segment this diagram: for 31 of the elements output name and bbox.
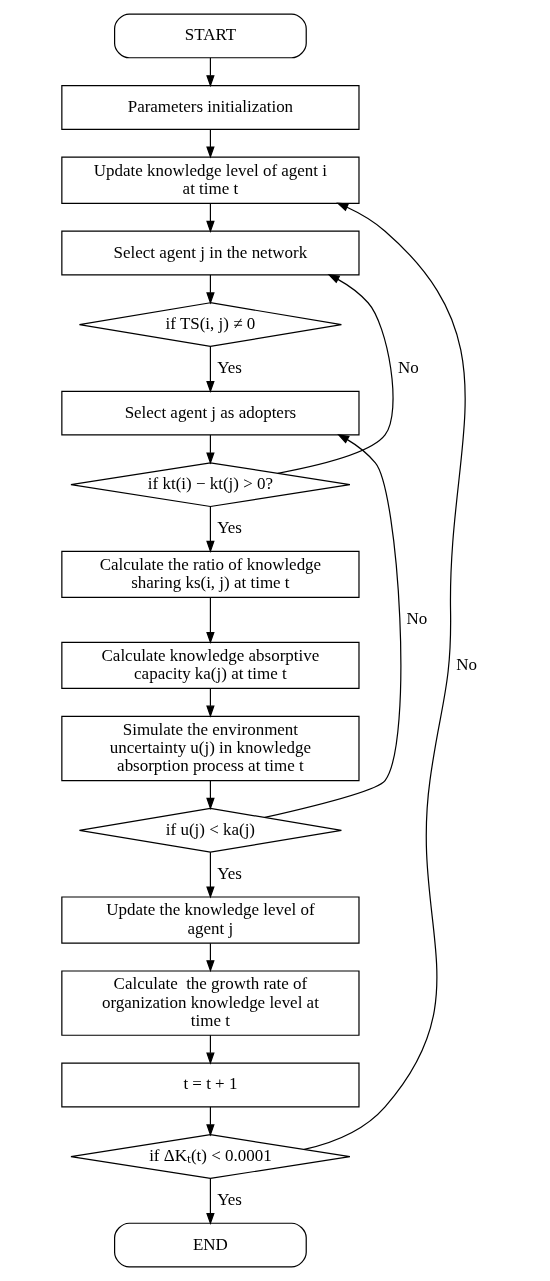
node-box: Update knowledge level of agent i at time t [61,156,360,204]
node-diamond: if ΔKₜ(t) < 0.0001 [70,1134,351,1179]
node-box: Calculate knowledge absorptive capacity ka(j) at time t [61,641,360,689]
arrow [303,202,466,1150]
arrow [264,434,402,819]
node-box: Update the knowledge level of agent j [61,896,360,944]
node-diamond: if kt(i) − kt(j) > 0? [70,462,351,508]
node-box: Simulate the environment uncertainty u(j) in knowledge absorption process at time t [61,715,360,782]
arrow [206,505,215,553]
node-diamond: if u(j) < ka(j) [78,807,342,853]
node-box: t = t + 1 [61,1062,360,1108]
edge-label: Yes [217,358,242,378]
node-diamond: if TS(i, j) ≠ 0 [78,302,342,347]
node-box: END [114,1222,307,1268]
node-box: Select agent j as adopters [61,390,360,436]
node-box: START [114,13,307,59]
edge-label: Yes [217,1190,242,1210]
edge-label: Yes [217,518,242,538]
edge-label: Yes [217,864,242,884]
node-box: Calculate the ratio of knowledge sharing ks(i, j) at time t [61,550,360,599]
node-box: Select agent j in the network [61,230,360,276]
node-box: Calculate the growth rate of organization knowledge level at time t [61,970,360,1036]
arrow [206,1178,215,1226]
arrow [277,274,394,474]
node-box: Parameters initialization [61,85,360,130]
arrow [206,346,215,394]
edge-label: No [406,609,428,629]
arrow [206,596,215,645]
edge-label: No [456,654,477,674]
arrow [206,851,215,899]
edge-label: No [398,358,419,378]
